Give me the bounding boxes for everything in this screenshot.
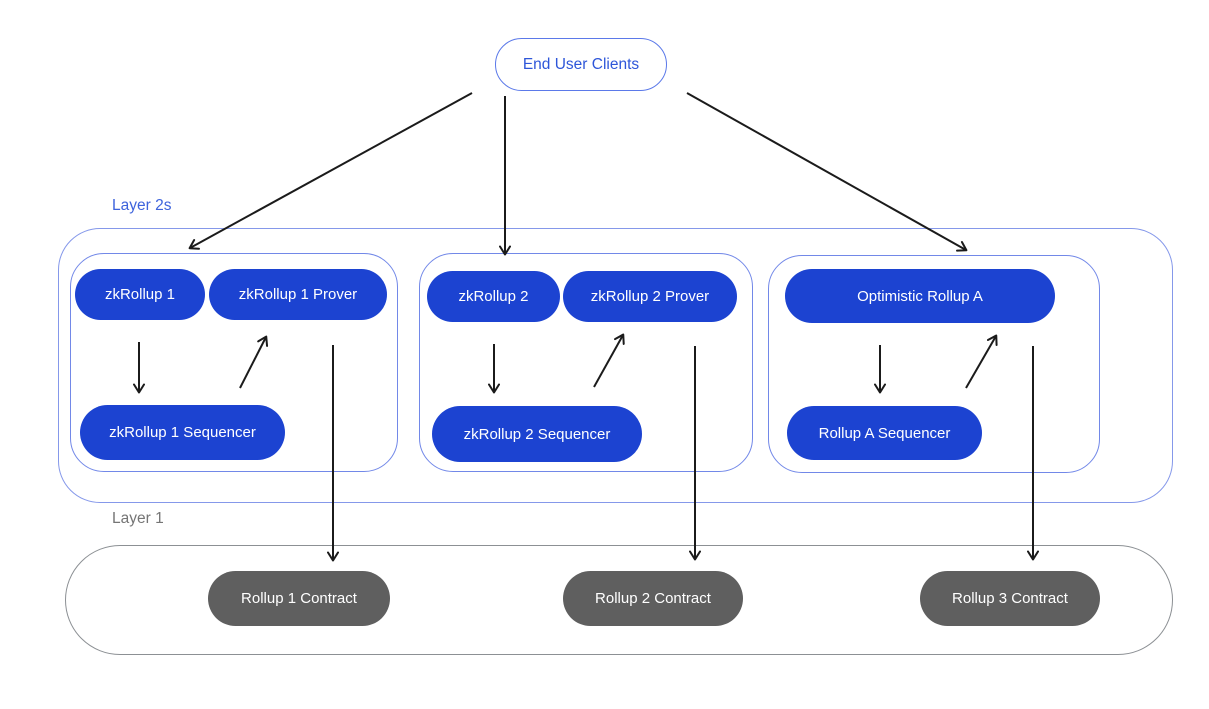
node-end-user-clients-label: End User Clients bbox=[522, 55, 640, 73]
edge-euc-to-optimistic-group bbox=[686, 92, 968, 252]
node-rollup-a-sequencer: Rollup A Sequencer bbox=[787, 406, 982, 460]
layer2s-container bbox=[58, 228, 1173, 503]
node-rollup-a-sequencer-label: Rollup A Sequencer bbox=[818, 424, 951, 442]
node-end-user-clients: End User Clients bbox=[495, 38, 667, 91]
node-rollup3-contract-label: Rollup 3 Contract bbox=[952, 590, 1068, 607]
node-zkrollup1-sequencer: zkRollup 1 Sequencer bbox=[80, 405, 285, 460]
node-zkrollup2-sequencer: zkRollup 2 Sequencer bbox=[432, 406, 642, 462]
layer1-label: Layer 1 bbox=[112, 510, 164, 527]
node-optimistic-rollup-a: Optimistic Rollup A bbox=[785, 269, 1055, 323]
node-rollup1-contract-label: Rollup 1 Contract bbox=[241, 590, 357, 607]
node-rollup3-contract: Rollup 3 Contract bbox=[920, 571, 1100, 626]
node-zkrollup2-label: zkRollup 2 bbox=[458, 288, 529, 305]
node-rollup2-contract: Rollup 2 Contract bbox=[563, 571, 743, 626]
node-rollup2-contract-label: Rollup 2 Contract bbox=[595, 590, 711, 607]
node-zkrollup1: zkRollup 1 bbox=[75, 269, 205, 320]
node-zkrollup1-prover-label: zkRollup 1 Prover bbox=[238, 286, 358, 303]
group-zkrollup1 bbox=[70, 253, 398, 472]
node-rollup1-contract: Rollup 1 Contract bbox=[208, 571, 390, 626]
node-zkrollup2: zkRollup 2 bbox=[427, 271, 560, 322]
node-zkrollup2-sequencer-label: zkRollup 2 Sequencer bbox=[463, 425, 611, 443]
node-zkrollup1-sequencer-label: zkRollup 1 Sequencer bbox=[109, 424, 256, 441]
group-zkrollup2 bbox=[419, 253, 753, 472]
node-zkrollup2-prover-label: zkRollup 2 Prover bbox=[590, 288, 710, 305]
node-zkrollup1-label: zkRollup 1 bbox=[104, 286, 176, 303]
layer1-container bbox=[65, 545, 1173, 655]
group-optimistic-rollup-a bbox=[768, 255, 1100, 473]
node-zkrollup2-prover: zkRollup 2 Prover bbox=[563, 271, 737, 322]
node-zkrollup1-prover: zkRollup 1 Prover bbox=[209, 269, 387, 320]
node-optimistic-rollup-a-label: Optimistic Rollup A bbox=[857, 287, 983, 305]
edge-euc-to-zkrollup1-group bbox=[188, 92, 473, 250]
layer2s-label: Layer 2s bbox=[112, 197, 172, 214]
